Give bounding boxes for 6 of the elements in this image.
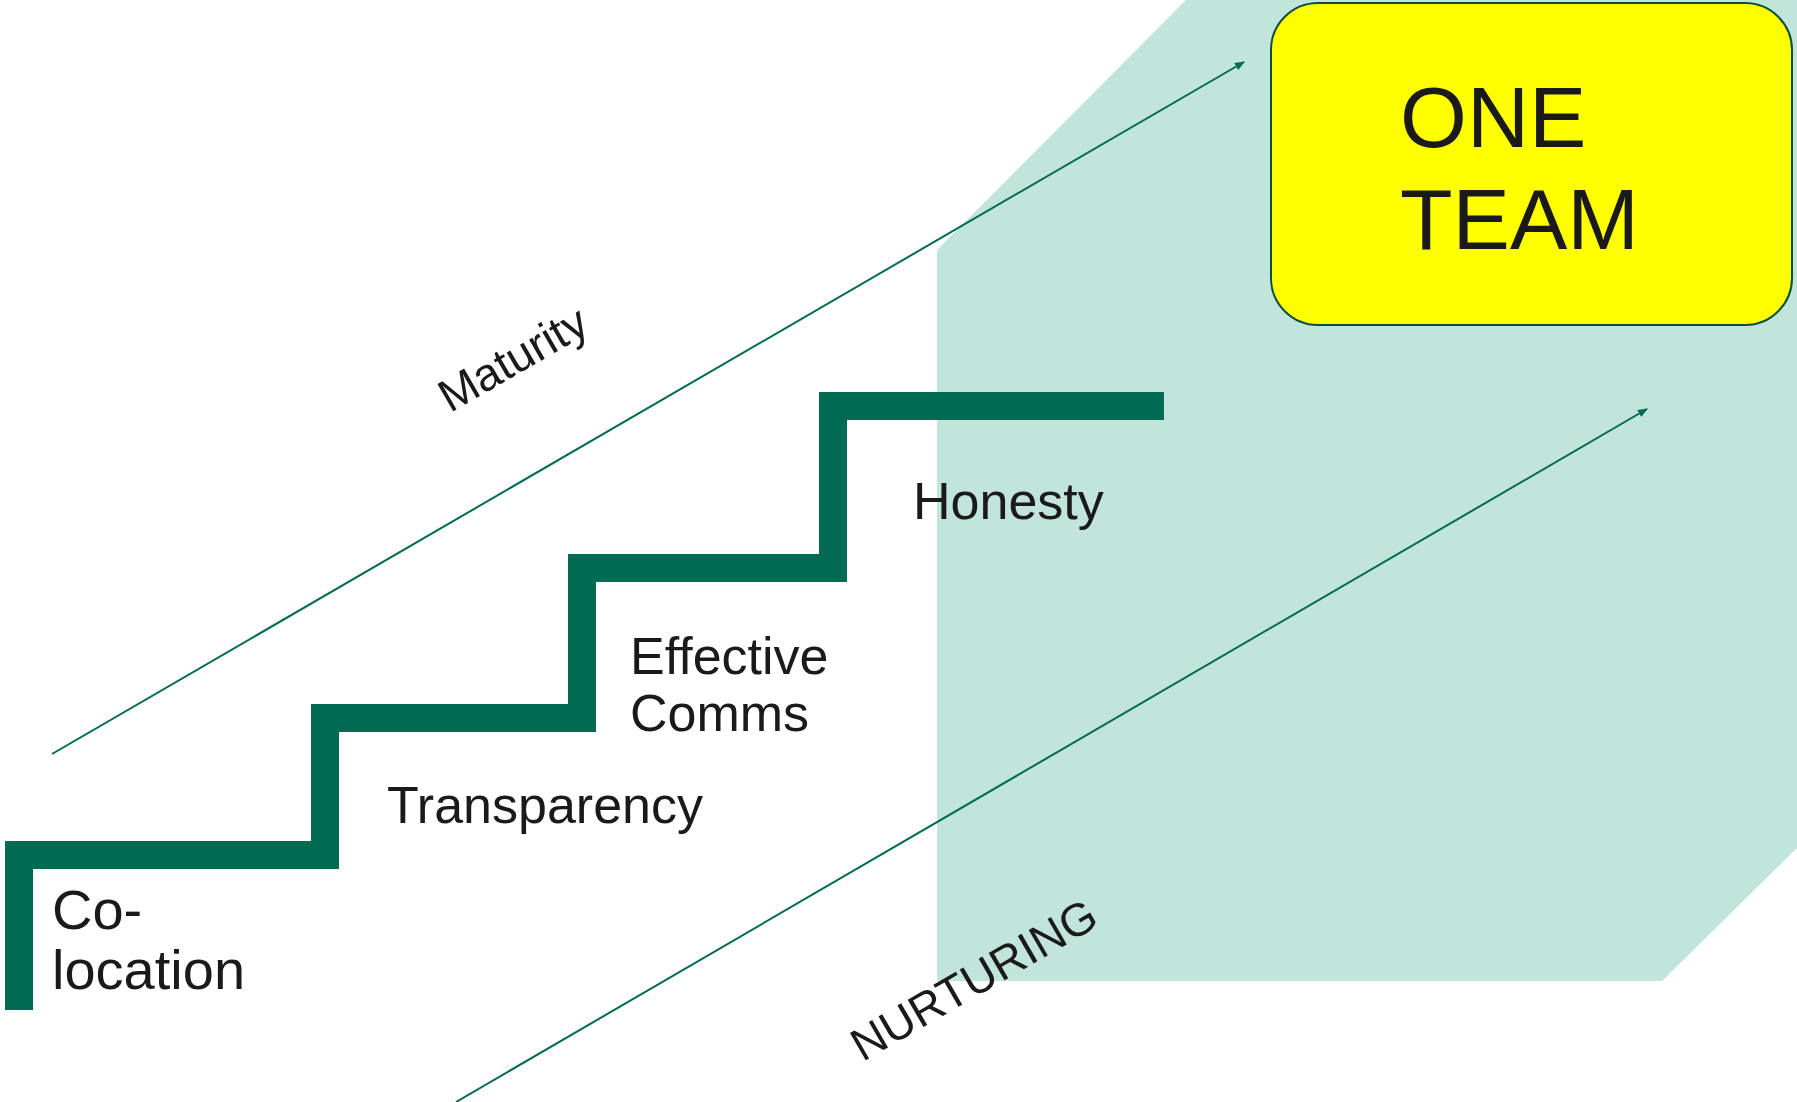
step-label: Co- location (52, 880, 247, 1000)
rounded-box (1270, 2, 1793, 326)
step-label: Honesty (913, 471, 1104, 532)
box-title: ONE TEAM (1400, 68, 1640, 269)
step-label: Effective Comms (630, 628, 830, 742)
step-label: Transparency (387, 775, 703, 836)
